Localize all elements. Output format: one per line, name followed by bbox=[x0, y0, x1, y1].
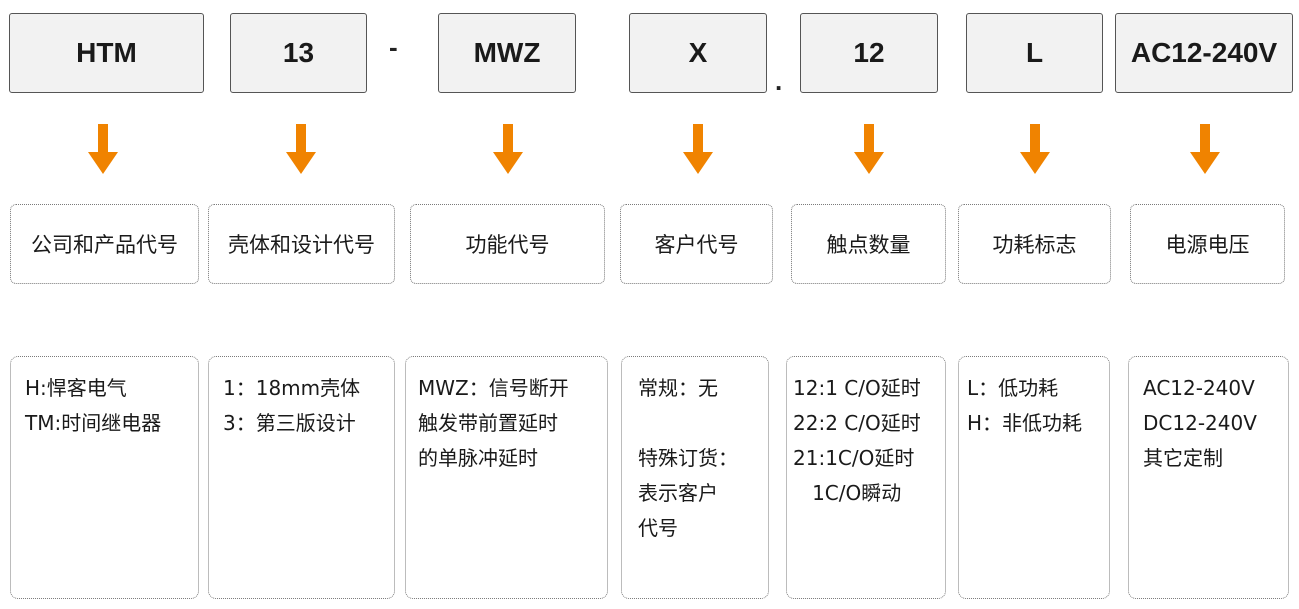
desc-line: 12:1 C/O延时 bbox=[793, 376, 921, 400]
down-arrow-icon bbox=[1190, 124, 1220, 174]
desc-line: TM:时间继电器 bbox=[25, 411, 162, 435]
desc-line: 特殊订货： bbox=[638, 446, 738, 470]
desc-line: 21:1C/O延时 bbox=[793, 446, 915, 470]
desc-line: 1C/O瞬动 bbox=[793, 481, 902, 505]
desc-line: 其它定制 bbox=[1143, 446, 1223, 470]
desc-supply-voltage: AC12-240V DC12-240V 其它定制 bbox=[1128, 356, 1289, 599]
label-company-product-code: 公司和产品代号 bbox=[10, 204, 199, 284]
down-arrow-icon bbox=[683, 124, 713, 174]
desc-line: 代号 bbox=[638, 516, 678, 540]
desc-line: 表示客户 bbox=[638, 481, 718, 505]
desc-housing-design: 1：18mm壳体 3：第三版设计 bbox=[208, 356, 395, 599]
down-arrow-icon bbox=[1020, 124, 1050, 174]
code-box-voltage: AC12-240V bbox=[1115, 13, 1293, 93]
desc-power-flag: L：低功耗 H：非低功耗 bbox=[958, 356, 1110, 599]
desc-line: H:悍客电气 bbox=[25, 376, 127, 400]
label-supply-voltage: 电源电压 bbox=[1130, 204, 1285, 284]
desc-company-product: H:悍客电气 TM:时间继电器 bbox=[10, 356, 199, 599]
down-arrow-icon bbox=[88, 124, 118, 174]
down-arrow-icon bbox=[854, 124, 884, 174]
label-housing-design-code: 壳体和设计代号 bbox=[208, 204, 395, 284]
code-box-customer: X bbox=[629, 13, 767, 93]
desc-line: 3：第三版设计 bbox=[223, 411, 356, 435]
code-box-company: HTM bbox=[9, 13, 204, 93]
desc-line: 常规：无 bbox=[638, 376, 718, 400]
separator-dash: - bbox=[389, 32, 398, 62]
desc-line: 22:2 C/O延时 bbox=[793, 411, 921, 435]
desc-line: MWZ：信号断开 bbox=[418, 376, 569, 400]
desc-line bbox=[638, 406, 768, 441]
desc-line: H：非低功耗 bbox=[967, 411, 1083, 435]
label-contact-count: 触点数量 bbox=[791, 204, 946, 284]
code-box-contacts: 12 bbox=[800, 13, 938, 93]
desc-function: MWZ：信号断开 触发带前置延时 的单脉冲延时 bbox=[405, 356, 608, 599]
down-arrow-icon bbox=[493, 124, 523, 174]
desc-line: L：低功耗 bbox=[967, 376, 1059, 400]
desc-line: AC12-240V bbox=[1143, 376, 1255, 400]
desc-line: 的单脉冲延时 bbox=[418, 446, 538, 470]
label-power-flag: 功耗标志 bbox=[958, 204, 1111, 284]
desc-contacts: 12:1 C/O延时 22:2 C/O延时 21:1C/O延时 1C/O瞬动 bbox=[786, 356, 946, 599]
desc-customer: 常规：无 特殊订货： 表示客户 代号 bbox=[621, 356, 769, 599]
code-box-housing: 13 bbox=[230, 13, 367, 93]
label-function-code: 功能代号 bbox=[410, 204, 605, 284]
separator-dot: . bbox=[775, 66, 783, 96]
desc-line: 1：18mm壳体 bbox=[223, 376, 361, 400]
code-box-power-flag: L bbox=[966, 13, 1103, 93]
down-arrow-icon bbox=[286, 124, 316, 174]
desc-line: DC12-240V bbox=[1143, 411, 1257, 435]
label-customer-code: 客户代号 bbox=[620, 204, 773, 284]
desc-line: 触发带前置延时 bbox=[418, 411, 558, 435]
code-box-function: MWZ bbox=[438, 13, 576, 93]
